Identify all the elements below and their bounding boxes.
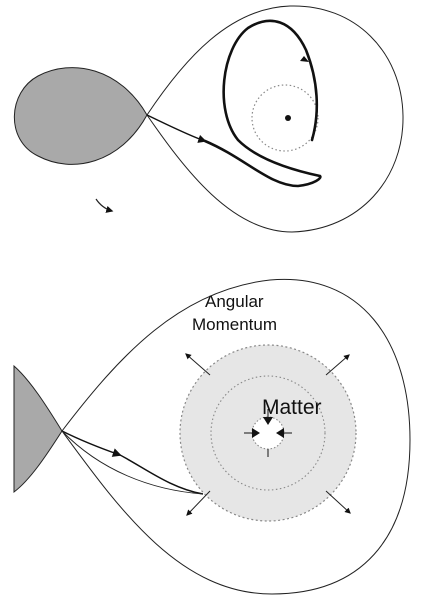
label-matter: Matter — [262, 396, 322, 419]
accretor-roche-lobe — [147, 6, 403, 232]
upper-panel — [14, 6, 403, 232]
donor-star-partial — [14, 366, 62, 492]
label-momentum: Momentum — [192, 315, 277, 334]
label-angular: Angular — [205, 292, 264, 311]
ballistic-stream-trajectory — [205, 21, 320, 186]
rotation-arrow-icon — [96, 199, 112, 211]
accretor-dot — [285, 115, 291, 121]
lower-panel: Angular Momentum Matter — [14, 279, 410, 594]
donor-star-lobe — [14, 68, 147, 165]
